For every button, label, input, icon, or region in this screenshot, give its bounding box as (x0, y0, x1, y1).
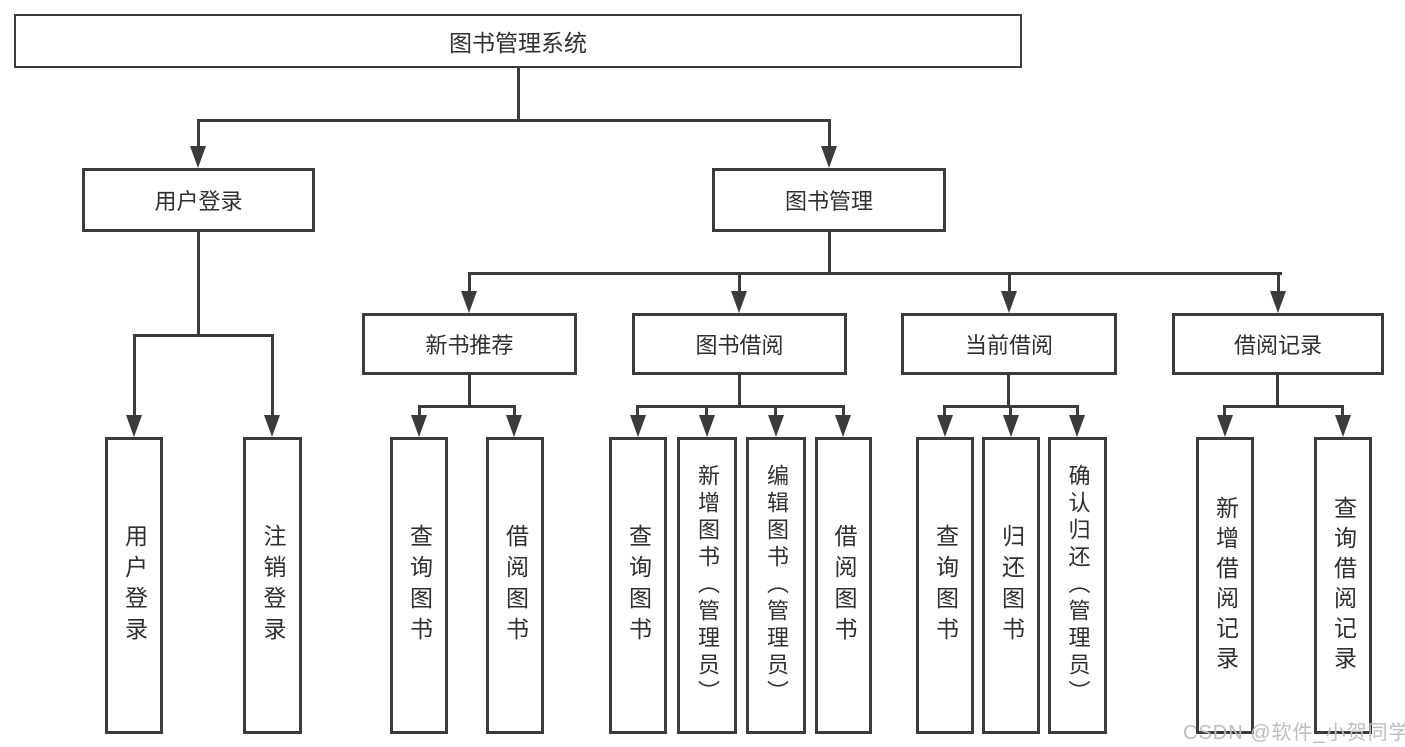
node-book-management: 图书管理 (712, 168, 946, 232)
node-label: 新增借阅记录 (1212, 495, 1239, 676)
node-label: 注销登录 (260, 523, 286, 648)
connector-stem-login-leaf (133, 334, 136, 417)
leaf-borrow-books: 借阅图书 (815, 437, 872, 734)
node-label: 用户登录 (154, 189, 243, 214)
node-borrowing-records: 借阅记录 (1172, 313, 1384, 375)
node-user-login: 用户登录 (82, 168, 315, 232)
node-label: 查询图书 (932, 523, 959, 648)
arrowhead-icon (126, 415, 142, 437)
arrowhead-icon (190, 146, 206, 168)
leaf-query-books-borrowing: 查询图书 (609, 437, 667, 734)
node-label: 用户登录 (121, 523, 148, 648)
node-label: 图书管理 (784, 189, 873, 214)
arrowhead-icon (506, 415, 522, 437)
leaf-return-books: 归还图书 (982, 437, 1040, 734)
connector-new-book-trunk (468, 375, 471, 406)
connector-new-book-branch (418, 405, 516, 408)
node-label: 编辑图书（管理员） (764, 464, 789, 707)
connector-stem-book-management (828, 119, 831, 149)
node-label: 图书借阅 (695, 333, 784, 358)
connector-stem-leaf (842, 405, 845, 418)
connector-stem-user-login (197, 119, 200, 149)
arrowhead-icon (768, 415, 784, 437)
leaf-user-login: 用户登录 (105, 437, 163, 734)
arrowhead-icon (821, 146, 837, 168)
node-book-borrowing: 图书借阅 (632, 313, 847, 375)
connector-stem-leaf (943, 405, 946, 418)
connector-stem-leaf (1076, 405, 1079, 418)
connector-book-management-trunk (828, 232, 831, 274)
connector-stem-leaf (1009, 405, 1012, 418)
connector-stem-leaf (418, 405, 421, 418)
csdn-watermark: CSDN @软件_小贺同学 (1183, 722, 1405, 744)
node-label: 确认归还（管理员） (1065, 464, 1091, 707)
connector-stem-logout-leaf (271, 334, 274, 417)
arrowhead-icon (1069, 415, 1085, 437)
node-new-book-recommend: 新书推荐 (362, 313, 577, 375)
leaf-query-books-recommend: 查询图书 (390, 437, 448, 734)
arrowhead-icon (461, 291, 477, 313)
connector-current-borrow-trunk (1007, 375, 1010, 406)
connector-stem-leaf (1341, 405, 1344, 418)
node-label: 新书推荐 (425, 333, 514, 358)
node-current-borrowing: 当前借阅 (901, 313, 1117, 375)
connector-book-borrow-trunk (738, 375, 741, 406)
connector-stem-book-borrow (738, 272, 741, 293)
connector-borrow-records-trunk (1276, 375, 1279, 406)
leaf-confirm-return-admin: 确认归还（管理员） (1048, 437, 1107, 734)
connector-borrow-records-branch (1223, 405, 1344, 408)
arrowhead-icon (699, 415, 715, 437)
connector-user-login-trunk (197, 232, 200, 336)
node-label: 新增图书（管理员） (695, 464, 720, 707)
connector-stem-current-borrow (1008, 272, 1011, 293)
node-label: 当前借阅 (964, 333, 1053, 358)
leaf-edit-books-admin: 编辑图书（管理员） (746, 437, 806, 734)
connector-book-borrow-branch (636, 405, 845, 408)
connector-level2-branch (197, 119, 831, 122)
arrowhead-icon (937, 415, 953, 437)
leaf-borrow-books-recommend: 借阅图书 (486, 437, 544, 734)
arrowhead-icon (1217, 415, 1233, 437)
connector-stem-leaf (774, 405, 777, 418)
leaf-add-books-admin: 新增图书（管理员） (677, 437, 737, 734)
arrowhead-icon (1270, 291, 1286, 313)
leaf-add-borrow-record: 新增借阅记录 (1196, 437, 1254, 734)
node-label: 查询借阅记录 (1330, 495, 1357, 676)
arrowhead-icon (835, 415, 851, 437)
node-label: 图书管理系统 (449, 30, 587, 56)
node-label: 查询图书 (625, 523, 652, 648)
node-label: 借阅记录 (1233, 333, 1322, 358)
arrowhead-icon (630, 415, 646, 437)
arrowhead-icon (1335, 415, 1351, 437)
connector-stem-leaf (513, 405, 516, 418)
node-library-management-system: 图书管理系统 (14, 14, 1022, 68)
leaf-logout: 注销登录 (243, 437, 302, 734)
connector-stem-borrow-records (1277, 272, 1280, 293)
arrowhead-icon (1003, 415, 1019, 437)
node-label: 归还图书 (998, 523, 1025, 648)
connector-level3-branch (468, 272, 1282, 275)
arrowhead-icon (264, 415, 280, 437)
connector-user-login-branch (133, 334, 274, 337)
connector-stem-new-book (468, 272, 471, 293)
connector-stem-leaf (705, 405, 708, 418)
leaf-query-borrow-record: 查询借阅记录 (1314, 437, 1372, 734)
connector-stem-leaf (1223, 405, 1226, 418)
arrowhead-icon (1001, 291, 1017, 313)
leaf-query-books-current: 查询图书 (916, 437, 974, 734)
node-label: 借阅图书 (502, 523, 529, 648)
node-label: 查询图书 (406, 523, 433, 648)
connector-stem-leaf (636, 405, 639, 418)
arrowhead-icon (411, 415, 427, 437)
node-label: 借阅图书 (831, 523, 857, 648)
connector-root-trunk (517, 68, 520, 121)
arrowhead-icon (731, 291, 747, 313)
